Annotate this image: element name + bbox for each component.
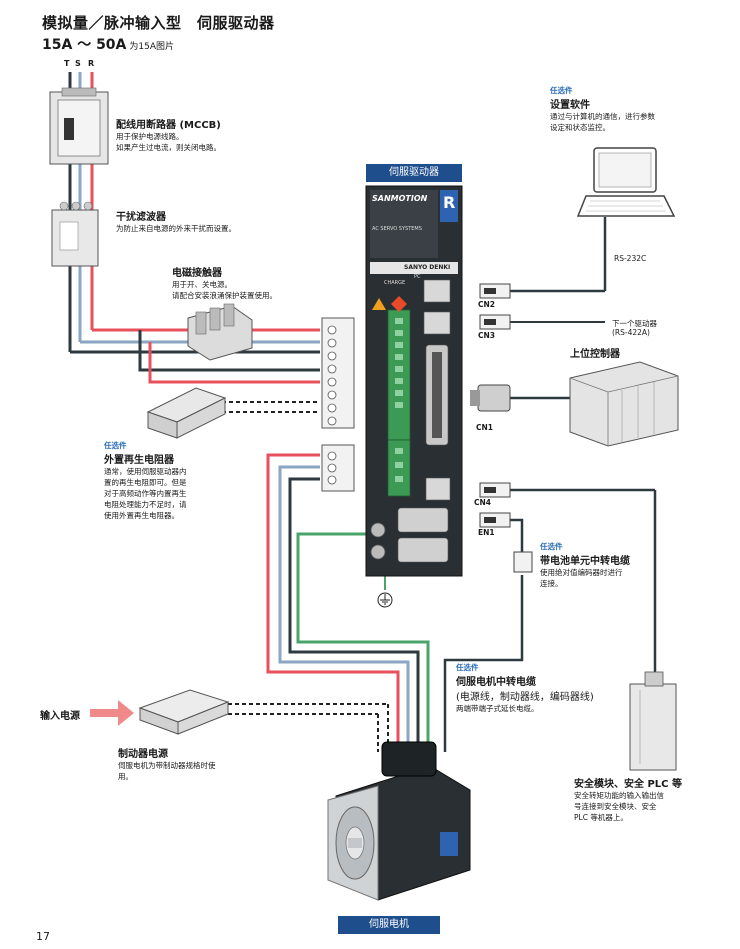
host-controller-label: 上位控制器 bbox=[570, 349, 620, 360]
cn2-label: CN2 bbox=[478, 300, 495, 309]
brake-desc-1: 伺服电机为带制动器规格时使 bbox=[118, 761, 216, 770]
subtitle-note: 为15A图片 bbox=[129, 42, 174, 52]
contactor-desc-2: 请配合安装浪涌保护装置使用。 bbox=[172, 291, 277, 300]
input-power-label: 输入电源 bbox=[40, 711, 80, 722]
motor-cable-desc-1: 两端带端子式延长电缆。 bbox=[456, 704, 539, 713]
cn4-plug bbox=[479, 482, 511, 498]
host-controller-icon bbox=[569, 361, 679, 447]
charge-text: CHARGE bbox=[384, 280, 406, 286]
regen-desc-5: 使用外置再生电阻器。 bbox=[104, 511, 179, 520]
series-text: AC SERVO SYSTEMS bbox=[372, 226, 422, 232]
main-power-terminal bbox=[321, 317, 355, 429]
cn4-label: CN4 bbox=[474, 498, 491, 507]
brake-power-label: 制动器电源 伺服电机为带制动器规格时使 用。 bbox=[118, 745, 258, 782]
rs232c-label: RS-232C bbox=[614, 254, 647, 263]
setup-software-label: 任选件 设置软件 通过与计算机的通信，进行参数 设定和状态监控。 bbox=[550, 85, 700, 133]
mccb-desc-2: 如果产生过电流，则关闭电路。 bbox=[116, 143, 221, 152]
laptop-icon bbox=[576, 147, 676, 217]
setup-desc-2: 设定和状态监控。 bbox=[550, 123, 610, 132]
cn2-plug bbox=[479, 283, 511, 299]
page-title: 模拟量／脉冲输入型 伺服驱动器 bbox=[42, 14, 275, 32]
ground-icon bbox=[377, 592, 393, 608]
battery-desc-1: 使用绝对值编码器时进行 bbox=[540, 568, 623, 577]
mccb-desc-1: 用于保护电源线路。 bbox=[116, 132, 184, 141]
setup-desc-1: 通过与计算机的通信，进行参数 bbox=[550, 112, 655, 121]
next-driver-label-2: (RS-422A) bbox=[612, 328, 650, 337]
comm-lines bbox=[510, 217, 607, 400]
setup-title: 设置软件 bbox=[550, 100, 590, 111]
noise-filter-desc-1: 为防止来自电源的外来干扰而设置。 bbox=[116, 224, 236, 233]
regen-resistor-label: 任选件 外置再生电阻器 通常，使用伺服驱动器内 置的再生电阻即可。但是 对于高频… bbox=[104, 440, 224, 521]
servo-amp-label: 伺服驱动器 bbox=[366, 164, 462, 182]
safety-title: 安全模块、安全 PLC 等 bbox=[574, 779, 683, 790]
cn1-plug bbox=[470, 384, 511, 412]
motor-cable-title: 伺服电机中转电缆 bbox=[456, 677, 536, 688]
noise-filter-label: 干扰滤波器 为防止来自电源的外来干扰而设置。 bbox=[116, 208, 296, 234]
regen-resistor-icon bbox=[146, 387, 227, 439]
motor-power-terminal bbox=[321, 444, 355, 492]
regen-desc-1: 通常，使用伺服驱动器内 bbox=[104, 467, 187, 476]
brake-desc-2: 用。 bbox=[118, 772, 133, 781]
current-range: 15A ～ 50A bbox=[42, 37, 127, 53]
mccb-icon bbox=[49, 87, 109, 165]
brake-power-icon bbox=[138, 689, 230, 735]
safety-desc-1: 安全转矩功能的输入输出信 bbox=[574, 791, 664, 800]
en1-plug bbox=[479, 512, 511, 528]
mccb-title: 配线用断路器 (MCCB) bbox=[116, 120, 221, 131]
contactor-desc-1: 用于开、关电源。 bbox=[172, 280, 232, 289]
battery-title: 带电池单元中转电缆 bbox=[540, 556, 630, 567]
brake-wires bbox=[228, 703, 389, 752]
motor-cable-subtitle: (电源线，制动器线，编码器线) bbox=[456, 692, 594, 703]
phase-t-label: T bbox=[64, 59, 70, 68]
noise-filter-title: 干扰滤波器 bbox=[116, 212, 166, 223]
cn3-plug bbox=[479, 314, 511, 330]
phase-s-label: S bbox=[75, 59, 81, 68]
cn1-label: CN1 bbox=[476, 423, 493, 432]
safety-desc-2: 号连接到安全模块、安全 bbox=[574, 802, 657, 811]
setup-option-tag: 任选件 bbox=[550, 86, 573, 95]
pc-text: PC bbox=[414, 274, 421, 280]
battery-desc-2: 连接。 bbox=[540, 579, 563, 588]
encoder-cable bbox=[443, 488, 657, 752]
servo-motor-label: 伺服电机 bbox=[338, 916, 440, 934]
maker-text: SANYO DENKI bbox=[404, 264, 451, 271]
battery-option-tag: 任选件 bbox=[540, 542, 563, 551]
next-driver-label-1: 下一个驱动器 bbox=[612, 319, 657, 328]
en1-label: EN1 bbox=[478, 528, 495, 537]
regen-title: 外置再生电阻器 bbox=[104, 455, 174, 466]
servo-amplifier-body bbox=[365, 185, 463, 577]
battery-unit-icon bbox=[513, 551, 533, 573]
motor-cable-option-tag: 任选件 bbox=[456, 663, 479, 672]
cn3-label: CN3 bbox=[478, 331, 495, 340]
page-number: 17 bbox=[36, 930, 50, 943]
contactor-title: 电磁接触器 bbox=[172, 268, 222, 279]
safety-label: 安全模块、安全 PLC 等 安全转矩功能的输入输出信 号连接到安全模块、安全 P… bbox=[574, 775, 694, 823]
series-letter: R bbox=[443, 193, 456, 212]
regen-desc-2: 置的再生电阻即可。但是 bbox=[104, 478, 187, 487]
safety-desc-3: PLC 等机器上。 bbox=[574, 813, 628, 822]
regen-desc-3: 对于高频动作等内置再生 bbox=[104, 489, 187, 498]
motor-power-wires bbox=[266, 453, 430, 752]
contactor-icon bbox=[187, 303, 253, 361]
mccb-label: 配线用断路器 (MCCB) 用于保护电源线路。 如果产生过电流，则关闭电路。 bbox=[116, 116, 296, 153]
contactor-label: 电磁接触器 用于开、关电源。 请配合安装浪涌保护装置使用。 bbox=[172, 264, 332, 301]
regen-desc-4: 电阻处理能力不足时，请 bbox=[104, 500, 187, 509]
phase-r-label: R bbox=[88, 59, 95, 68]
noise-filter-icon bbox=[51, 201, 99, 267]
motor-cable-label: 任选件 伺服电机中转电缆 (电源线，制动器线，编码器线) 两端带端子式延长电缆。 bbox=[456, 662, 636, 714]
brand-text: SANMOTION bbox=[372, 194, 428, 203]
servo-motor-icon bbox=[327, 741, 471, 901]
regen-wires bbox=[215, 401, 320, 413]
regen-option-tag: 任选件 bbox=[104, 441, 127, 450]
input-power-arrow bbox=[90, 700, 134, 726]
battery-cable-label: 任选件 带电池单元中转电缆 使用绝对值编码器时进行 连接。 bbox=[540, 541, 680, 589]
safety-module-icon bbox=[629, 671, 677, 771]
brake-title: 制动器电源 bbox=[118, 749, 168, 760]
